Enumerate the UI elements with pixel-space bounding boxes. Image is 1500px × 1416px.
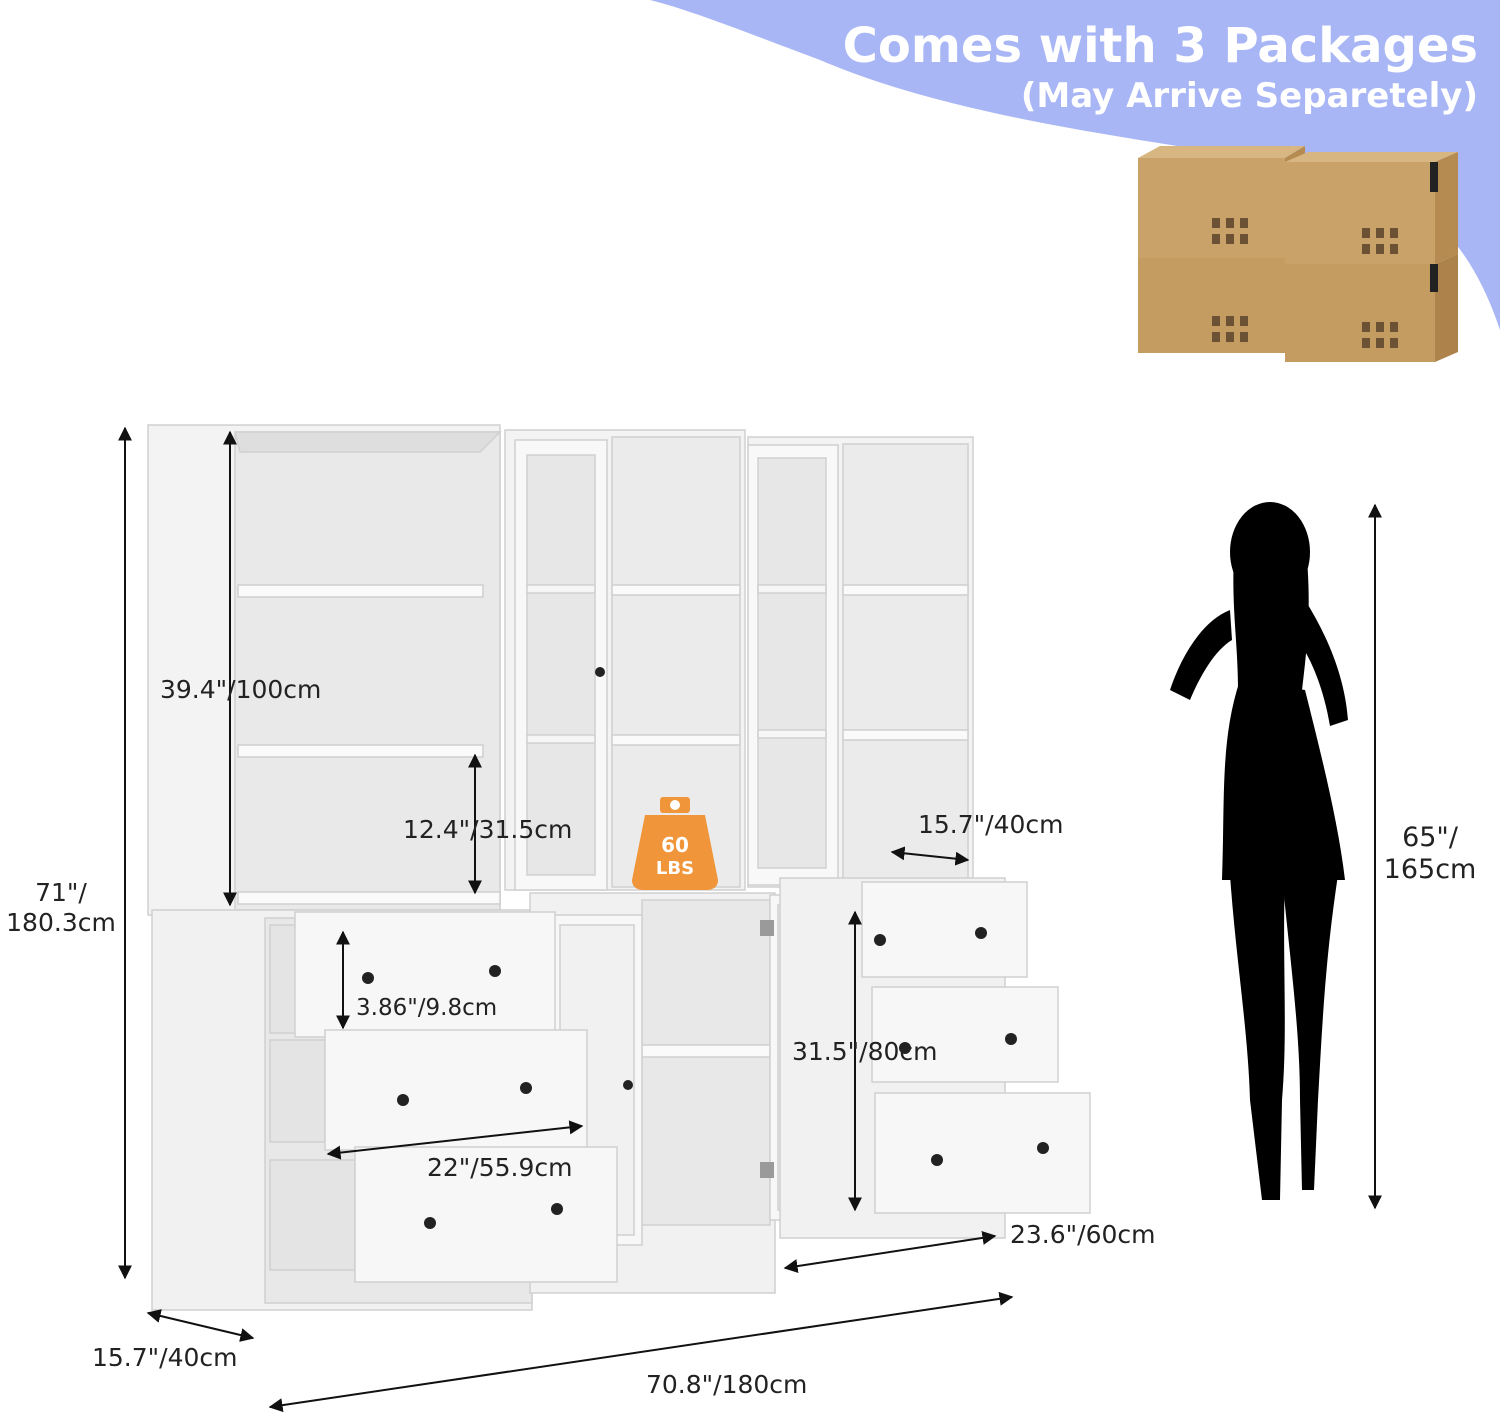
door-knob [595, 667, 605, 677]
drawer-width-label: 22"/55.9cm [427, 1153, 573, 1182]
furniture-set [147, 424, 1091, 1311]
banner-background [650, 0, 1500, 330]
banner-title: Comes with 3 Packages [842, 18, 1478, 74]
drawer-3 [354, 1146, 618, 1283]
package-box-4 [1285, 254, 1458, 362]
drawer-4 [861, 881, 1028, 978]
door-knob [623, 1080, 633, 1090]
banner-subtitle: (May Arrive Separetely) [1020, 76, 1478, 116]
top-depth-label: 15.7"/40cm [918, 810, 1064, 839]
right-drawers [861, 881, 1091, 1214]
upper-shelf-height-label: 39.4"/100cm [160, 675, 322, 704]
left-hutch [147, 424, 502, 916]
package-box-1 [1138, 146, 1305, 258]
drawer-5 [871, 986, 1059, 1083]
glass-door-left [514, 439, 608, 891]
glass-door-right [747, 444, 839, 886]
package-boxes [1138, 146, 1458, 362]
right-hutch [747, 436, 974, 888]
weight-badge-number: 60 [661, 833, 689, 857]
base-depth-label: 15.7"/40cm [92, 1343, 238, 1372]
total-width-label: 70.8"/180cm [646, 1370, 808, 1399]
drawer-height-label: 3.86"/9.8cm [356, 995, 498, 1021]
shelf-gap-label: 12.4"/31.5cm [403, 815, 573, 844]
person-silhouette [1170, 502, 1348, 1200]
package-box-2 [1138, 246, 1305, 353]
drawer-6 [874, 1092, 1091, 1214]
weight-badge: 60 LBS [632, 797, 718, 890]
package-box-3 [1285, 152, 1458, 264]
person-height-label: 65"/ 165cm [1383, 822, 1477, 886]
cabinet-width-label: 23.6"/60cm [1010, 1220, 1156, 1249]
dimension-lines [118, 426, 1382, 1413]
weight-badge-unit: LBS [656, 858, 694, 879]
door-height-label: 31.5"/80cm [792, 1037, 938, 1066]
total-height-label: 71"/ 180.3cm [6, 878, 116, 937]
drawer-2 [324, 1029, 588, 1151]
drawer-knobs [362, 927, 1049, 1229]
